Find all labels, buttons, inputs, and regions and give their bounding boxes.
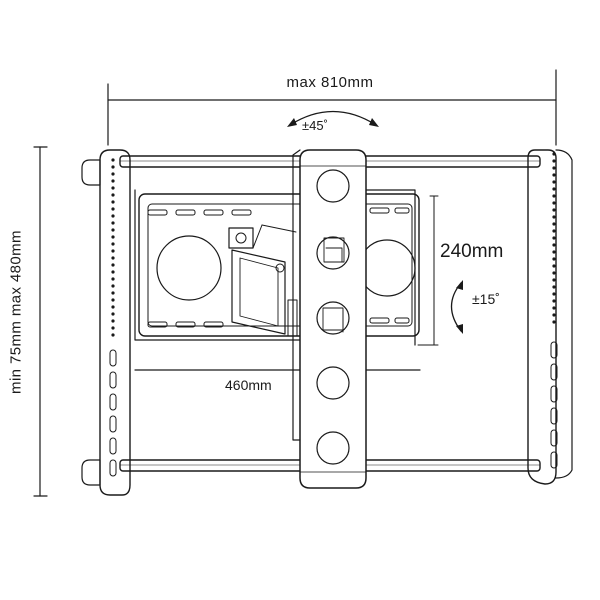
swivel-angle-label: ±45˚ [302, 118, 328, 133]
center-arm-plate [292, 149, 367, 489]
height-dimension [33, 146, 48, 497]
horizontal-spacing-label: 460mm [225, 377, 272, 393]
tilt-arrow-icon [450, 280, 463, 334]
vertical-spacing-label: 240mm [440, 241, 504, 262]
vertical-spacing-dimension [417, 195, 439, 346]
tilt-bracket [228, 224, 298, 337]
arm-frame [134, 189, 421, 371]
overall-width-label: max 810mm [286, 74, 374, 91]
swivel-arrow-icon [287, 110, 379, 127]
tilt-angle-label: ±15˚ [472, 291, 500, 307]
right-wall-plate [527, 149, 573, 485]
height-range-label: min 75mm max 480mm [7, 230, 25, 394]
vesa-plate [138, 193, 420, 337]
width-dimension [107, 69, 557, 146]
left-wall-plate [81, 149, 131, 496]
